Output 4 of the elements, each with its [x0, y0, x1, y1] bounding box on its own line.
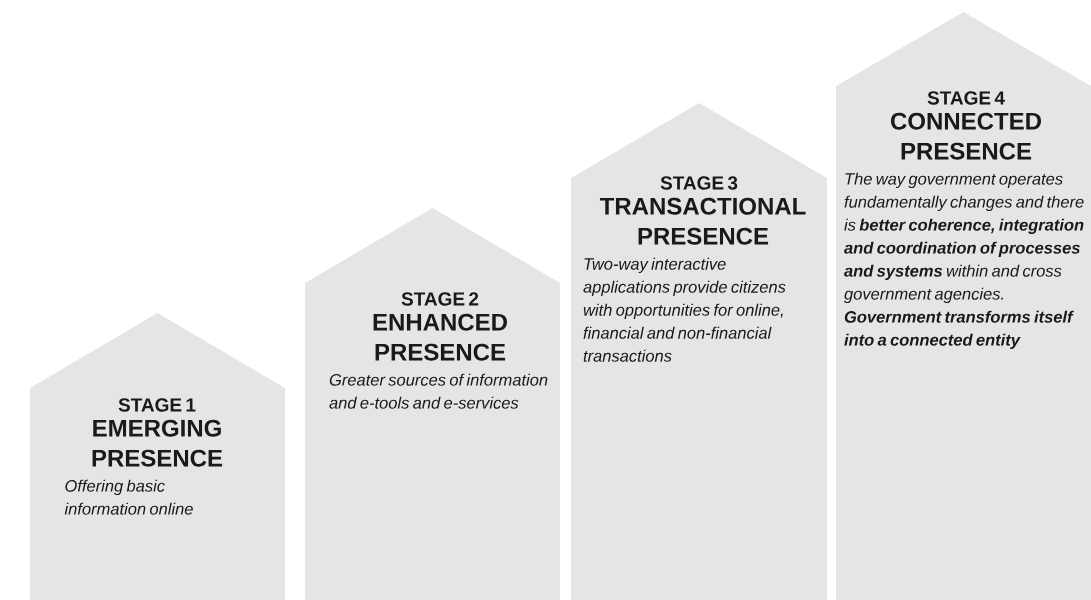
stage-house: STAGE 4 CONNECTED PRESENCE The way government operates fundamentally changes and there is better coherence, integration and coordination of processes and systems within and cross government agencies. Government transforms itself into a connected entity [836, 12, 1091, 600]
stage-house: STAGE 1 EMERGING PRESENCE Offering basic information online [30, 313, 285, 600]
stage-house: STAGE 2 ENHANCED PRESENCE Greater sources of information and e-tools and e-services [305, 208, 560, 600]
stage-house: STAGE 3 TRANSACTIONAL PRESENCE Two-way interactive applications provide citizens with opportunities for online, financial and non-financial transactions [571, 103, 827, 600]
